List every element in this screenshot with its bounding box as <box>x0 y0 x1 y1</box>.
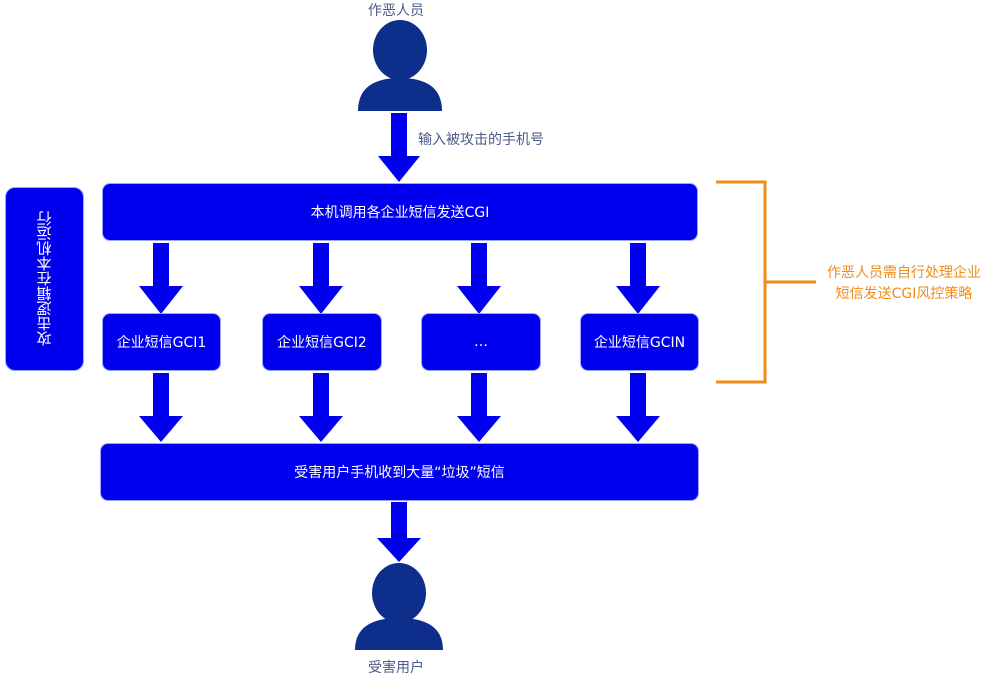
main-box-label: 本机调用各企业短信发送CGI <box>310 205 490 221</box>
result-box-label: 受害用户手机收到大量“垃圾”短信 <box>294 465 505 481</box>
result-box: 受害用户手机收到大量“垃圾”短信 <box>100 443 699 501</box>
arrow-from-cgi-4 <box>616 373 660 442</box>
cgi-box-1: 企业短信GCI1 <box>102 313 221 371</box>
side-box-line2: 本机运行 <box>35 211 54 272</box>
arrow-from-cgi-3 <box>457 373 501 442</box>
arrow-from-cgi-1 <box>139 373 183 442</box>
victim-label: 受害用户 <box>368 660 424 676</box>
victim-person-icon <box>355 563 443 650</box>
cgi-box-4: 企业短信GCIN <box>580 313 699 371</box>
arrow-to-cgi-4 <box>616 243 660 314</box>
side-box: 攻击逻辑在 本机运行 <box>5 187 84 371</box>
cgi-box-2-label: 企业短信GCI2 <box>277 335 367 351</box>
bracket-note-line1: 作恶人员需自行处理企业 <box>827 265 981 281</box>
bracket-note: 作恶人员需自行处理企业 短信发送CGI风控策略 <box>818 263 990 305</box>
main-box: 本机调用各企业短信发送CGI <box>102 183 698 241</box>
cgi-box-4-label: 企业短信GCIN <box>593 335 686 351</box>
arrow-to-cgi-2 <box>299 243 343 314</box>
arrow-from-cgi-2 <box>299 373 343 442</box>
input-label: 输入被攻击的手机号 <box>418 132 544 148</box>
arrow-input <box>378 113 420 182</box>
bracket-line <box>716 180 816 384</box>
side-box-line1: 攻击逻辑在 <box>35 271 54 347</box>
cgi-box-3: … <box>421 313 541 371</box>
attacker-label: 作恶人员 <box>368 3 424 19</box>
arrow-to-cgi-1 <box>139 243 183 314</box>
attacker-person-icon <box>358 20 442 111</box>
bracket-note-line2: 短信发送CGI风控策略 <box>835 286 973 302</box>
cgi-box-1-label: 企业短信GCI1 <box>116 335 207 351</box>
arrow-to-cgi-3 <box>457 243 501 314</box>
arrow-to-victim <box>377 502 421 562</box>
cgi-box-3-label: … <box>474 334 488 350</box>
cgi-box-2: 企业短信GCI2 <box>262 313 382 371</box>
